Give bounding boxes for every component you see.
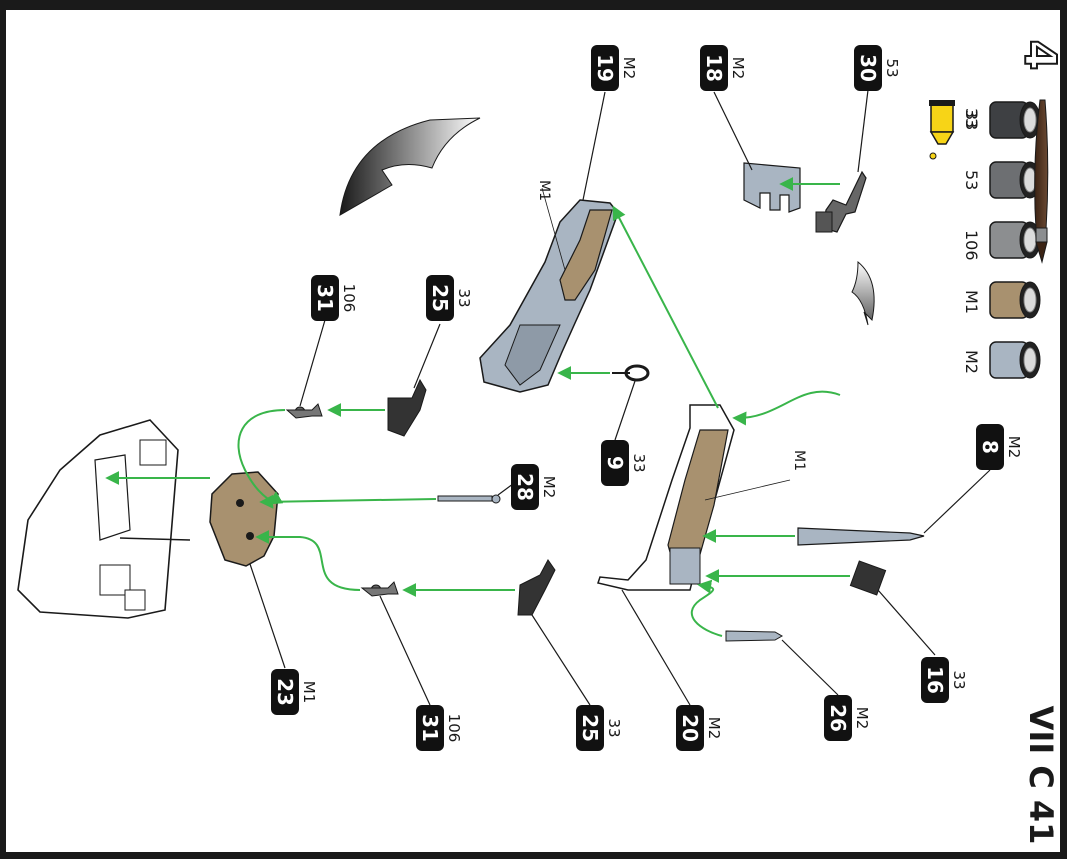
leader-25a	[414, 324, 440, 388]
part-number: 23	[273, 678, 297, 706]
step-number: 4	[1014, 40, 1065, 71]
part-paint-code: M2	[1005, 436, 1023, 459]
part-18-drawing	[744, 163, 800, 212]
leader-16	[878, 590, 935, 655]
part-number: 25	[428, 284, 452, 312]
paint-code-label: 53	[962, 170, 981, 190]
part-8-drawing	[798, 528, 924, 545]
leader-31b	[380, 596, 430, 705]
part-paint-code: M2	[705, 717, 723, 740]
leader-19	[583, 92, 605, 200]
part-19-drawing	[480, 200, 618, 392]
part-31b-drawing	[362, 582, 398, 596]
part-paint-code: M2	[729, 57, 747, 80]
model-title: VII C 41	[1022, 706, 1060, 845]
leader-20	[622, 590, 690, 705]
part-paint-code: M2	[540, 476, 558, 499]
assembly-arrows	[108, 184, 850, 636]
glue-tube-icon	[929, 100, 955, 159]
paint-code-label: M2	[962, 350, 981, 374]
paint-code-label: 106	[962, 230, 981, 261]
rotation-arrow-small	[852, 262, 874, 325]
part-25a-drawing	[388, 380, 426, 436]
leader-25b	[532, 615, 590, 705]
right-border	[1060, 0, 1067, 859]
paint-jar-m1: M1	[962, 282, 1040, 318]
part-31a-drawing	[287, 404, 322, 418]
part-number: 20	[678, 714, 702, 742]
leader-18	[714, 92, 752, 170]
part-26-drawing	[726, 631, 782, 641]
paint-code-label: M1	[962, 290, 981, 314]
surface-label-upper: M1	[536, 180, 552, 201]
glue-label: 33	[962, 108, 981, 128]
main-hull-drawing	[18, 420, 190, 618]
part-number: 28	[513, 473, 537, 501]
part-16-drawing	[850, 561, 885, 595]
part-number: 19	[593, 54, 617, 82]
rotation-arrow-large	[340, 118, 480, 215]
arrow-bracket-to-20	[735, 392, 840, 418]
leader-31a	[300, 320, 325, 406]
part-23-drawing	[210, 472, 278, 566]
part-30-drawing	[816, 172, 866, 232]
surface-label-middle: M1	[791, 450, 807, 471]
part-number: 25	[578, 714, 602, 742]
part-paint-code: M2	[620, 57, 638, 80]
left-border	[0, 0, 6, 859]
part-number: 16	[923, 666, 947, 694]
part-paint-code: M2	[853, 707, 871, 730]
leader-26	[782, 640, 838, 695]
paint-jar-m2: M2	[962, 342, 1040, 378]
arrow-28-to-23	[262, 499, 436, 502]
part-paint-code: 106	[445, 714, 463, 743]
arrow-31b-to-23	[258, 537, 360, 590]
part-20-drawing	[598, 405, 734, 590]
leader-23	[250, 564, 285, 668]
part-paint-code: 106	[340, 284, 358, 313]
part-number: 18	[702, 54, 726, 82]
part-paint-code: 33	[950, 670, 968, 689]
part-number: 26	[826, 704, 850, 732]
paint-jar-106: 106	[962, 222, 1040, 261]
part-number: 31	[313, 284, 337, 312]
part-paint-code: 33	[455, 288, 473, 307]
part-paint-code: 53	[883, 58, 901, 77]
part-25b-drawing	[518, 560, 555, 615]
leader-9	[615, 381, 635, 440]
leader-8	[924, 470, 990, 533]
part-number: 8	[978, 440, 1002, 454]
part-number: 9	[603, 456, 627, 470]
part-number: 31	[418, 714, 442, 742]
arrow-26-to-20	[692, 585, 722, 636]
bottom-border	[0, 852, 1067, 859]
part-28-drawing	[438, 495, 500, 503]
part-9-drawing	[612, 366, 648, 380]
part-paint-code: M1	[300, 681, 318, 704]
leader-30	[858, 90, 868, 172]
part-paint-code: 33	[605, 718, 623, 737]
top-border	[0, 0, 1067, 10]
part-paint-code: 33	[630, 453, 648, 472]
paint-jar-53: 53	[962, 162, 1040, 198]
part-number: 30	[856, 54, 880, 82]
